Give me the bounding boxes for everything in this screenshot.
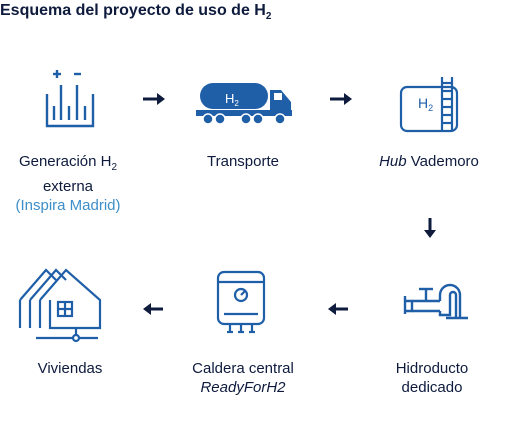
label-emphasis: ReadyForH2: [200, 379, 286, 396]
step-label-pipeline: Hidroducto dedicado: [352, 359, 512, 397]
hub-h2-label: H: [418, 95, 428, 111]
label-subscript: 2: [111, 162, 118, 173]
label-line-3: (Inspira Madrid): [15, 197, 121, 214]
title-text: Esquema del proyecto de uso de H: [0, 2, 266, 19]
label-line-1: Hidroducto: [395, 360, 469, 377]
arrow-left-2: [143, 303, 163, 315]
electrolyzer-icon: [45, 70, 95, 128]
step-label-transport: Transporte: [163, 152, 323, 171]
truck-h2-subscript: 2: [234, 99, 239, 108]
hub-tank-icon: H2: [399, 77, 459, 133]
step-label-boiler: Caldera central ReadyForH2: [163, 359, 323, 397]
tanker-truck-icon: H2: [196, 83, 292, 125]
arrow-left-1: [328, 303, 348, 315]
label-line-1: Transporte: [207, 153, 279, 170]
svg-text:H2: H2: [418, 95, 433, 113]
arrow-right-2: [330, 93, 352, 105]
label-line-2: externa: [42, 178, 94, 195]
svg-text:H2: H2: [225, 91, 239, 108]
step-label-homes: Viviendas: [0, 359, 150, 378]
label-emphasis: Hub: [379, 153, 407, 170]
label-line-1: Caldera central: [192, 360, 294, 377]
title-subscript: 2: [265, 11, 272, 23]
arrow-down: [424, 218, 436, 238]
step-label-hub: Hub Vademoro: [349, 152, 509, 171]
label-text: Vademoro: [406, 153, 479, 170]
boiler-icon: [216, 270, 266, 334]
pipeline-valve-icon: [403, 283, 468, 320]
step-label-generation: Generación H2 externa (Inspira Madrid): [0, 152, 148, 215]
label-line-2: dedicado: [401, 379, 463, 396]
label-text: Generación H: [18, 153, 112, 170]
hub-h2-subscript: 2: [428, 103, 433, 113]
houses-icon: [18, 268, 102, 343]
truck-h2-label: H: [225, 91, 234, 106]
label-line-1: Generación H2: [0, 152, 148, 177]
label-line-1: Hub Vademoro: [349, 152, 509, 171]
label-line-1: Viviendas: [37, 360, 103, 377]
arrow-right-1: [143, 93, 165, 105]
label-line-2: ReadyForH2: [163, 378, 323, 397]
page-title: Esquema del proyecto de uso de H2: [0, 2, 271, 22]
